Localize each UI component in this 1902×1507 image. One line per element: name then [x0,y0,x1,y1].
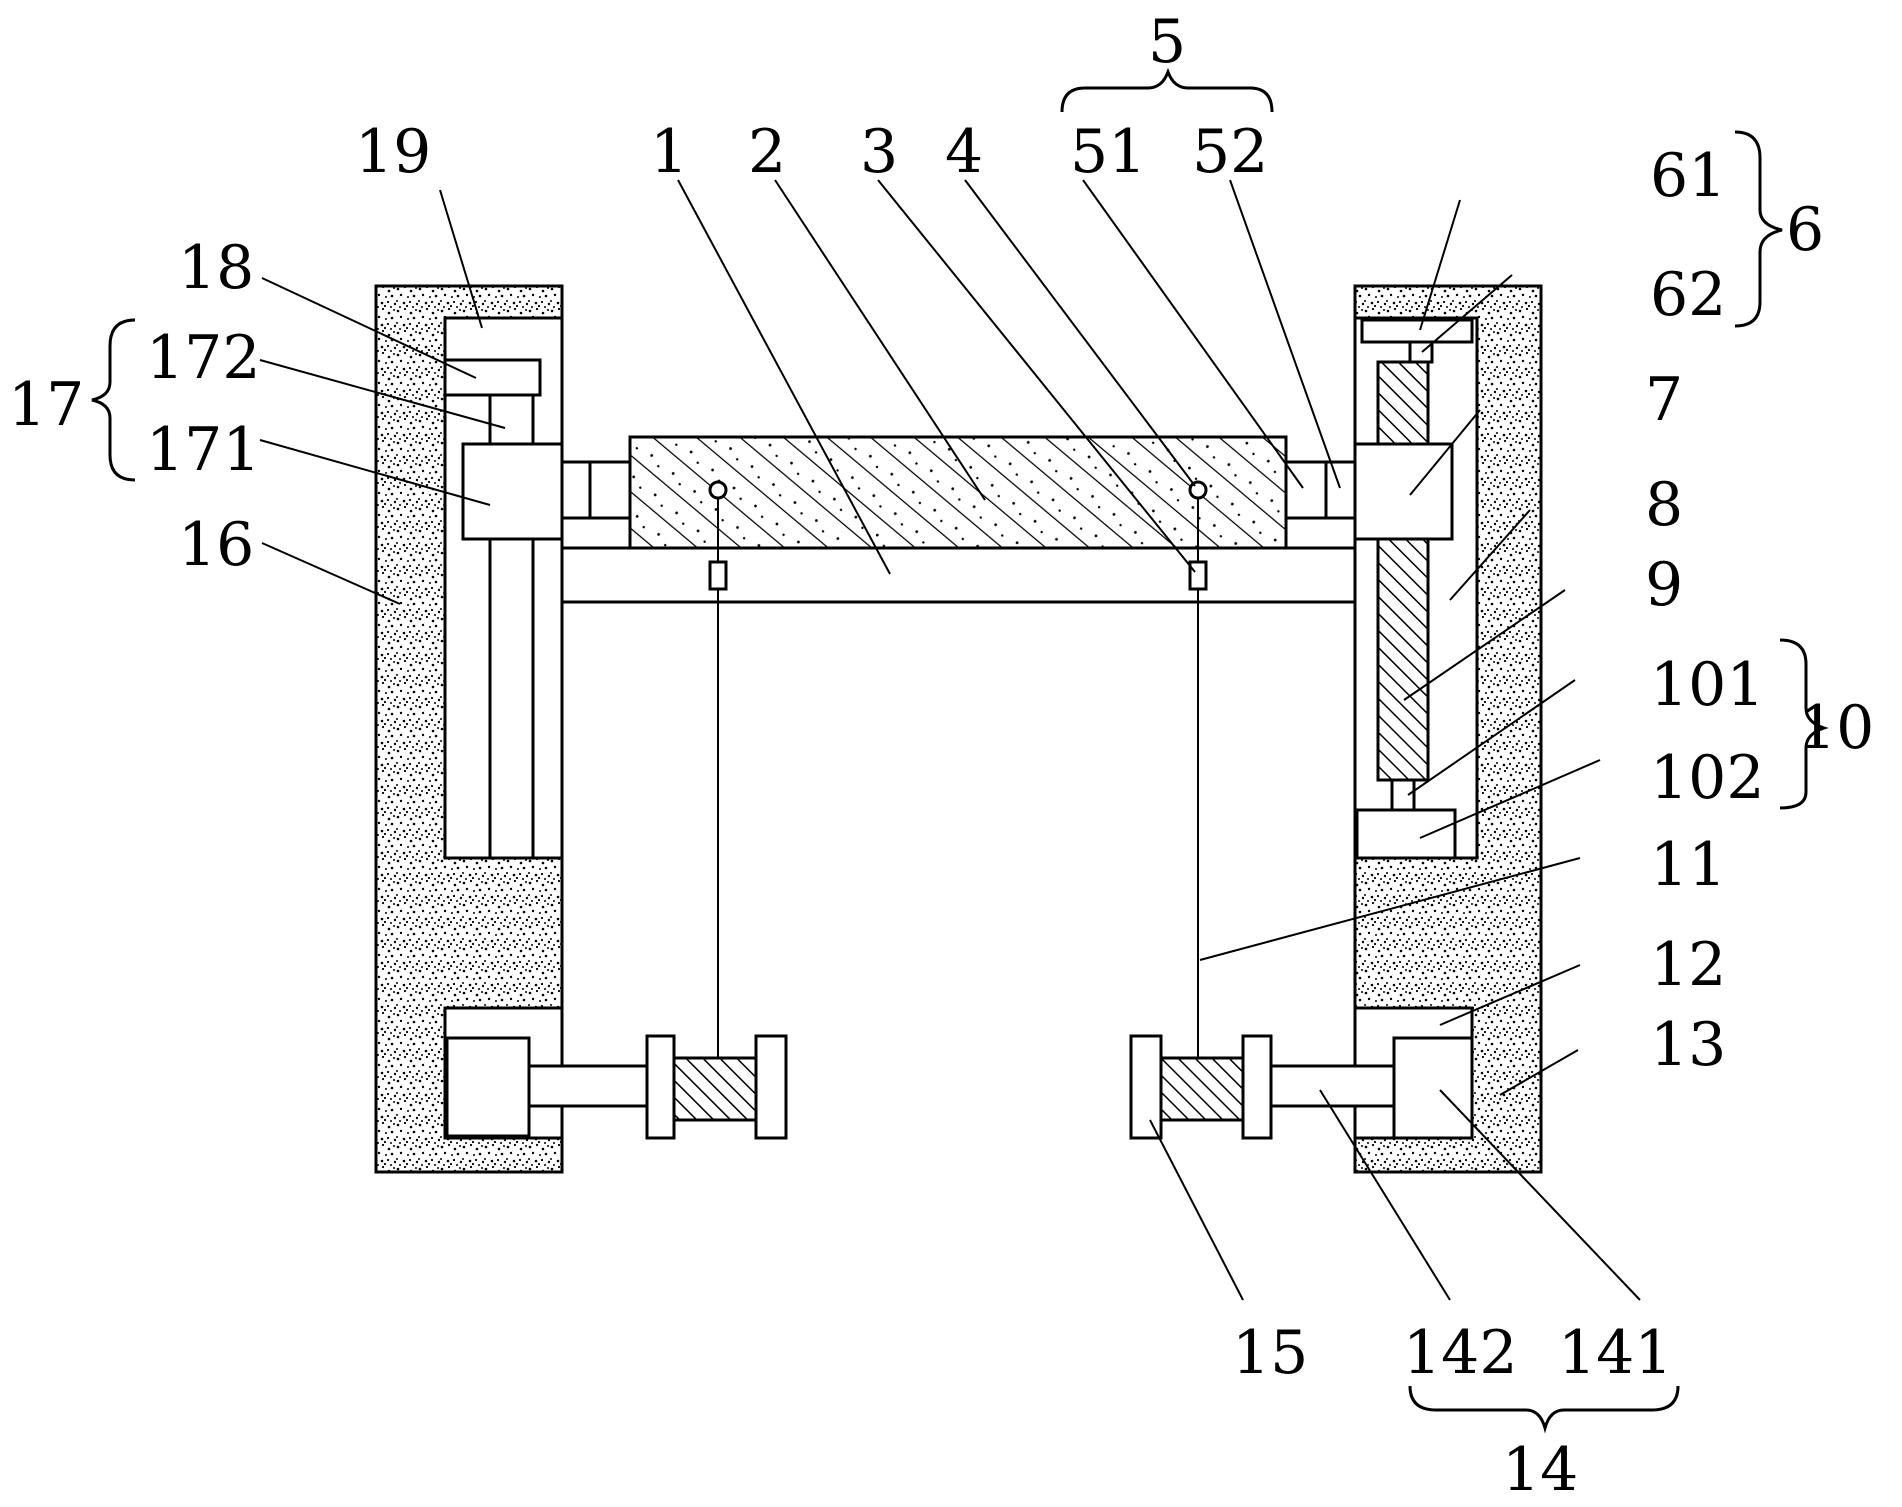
left-shaft [527,1064,649,1108]
label-7: 7 [1645,365,1683,435]
label-2: 2 [748,117,786,187]
left-connector [560,460,592,520]
label-13: 13 [1650,1010,1726,1080]
label-51: 51 [1070,117,1146,187]
leader-2 [774,179,986,501]
left-motor [445,1036,531,1138]
leader-12 [1439,964,1581,1026]
leader-1 [677,179,891,575]
labels: 1 2 3 4 5 51 52 61 6 62 7 8 9 101 10 102… [8,7,1874,1505]
label-11: 11 [1650,830,1726,900]
leader-8 [1449,509,1531,601]
left-connector-plate [588,460,632,520]
right-shaft-142 [1269,1064,1396,1108]
leader-142 [1319,1089,1451,1301]
label-16: 16 [178,510,254,580]
leader-9 [1403,589,1566,701]
label-1: 1 [650,117,688,187]
leader-3 [877,179,1196,573]
leader-61 [1419,199,1461,331]
label-102: 102 [1650,743,1765,813]
brace-17 [91,318,136,482]
label-14: 14 [1502,1435,1578,1505]
right-winch [1129,1034,1396,1140]
right-connector-52 [1324,460,1357,520]
leader-16 [261,542,401,605]
leader-101 [1407,679,1576,796]
leader-51 [1082,179,1304,489]
label-171: 171 [146,415,261,485]
leader-4 [964,179,1196,487]
label-62: 62 [1650,260,1726,330]
brace-10 [1779,638,1829,810]
right-lower-mount-102 [1355,808,1457,860]
leader-19 [439,189,483,329]
cross-beam-1 [560,546,1357,604]
leader-13 [1499,1049,1579,1096]
leader-15 [1149,1119,1244,1301]
brace-14 [1408,1385,1680,1434]
label-10: 10 [1798,693,1874,763]
hatched-block-2 [628,435,1288,550]
label-4: 4 [945,117,983,187]
left-winch [527,1034,788,1140]
label-142: 142 [1403,1318,1518,1388]
leader-lines [259,179,1641,1301]
left-slider-171 [461,442,564,541]
label-8: 8 [1645,470,1683,540]
leader-11 [1199,857,1581,961]
label-18: 18 [178,233,254,303]
label-15: 15 [1232,1318,1308,1388]
label-172: 172 [146,323,261,393]
right-screw-9 [1376,360,1430,782]
label-141: 141 [1558,1318,1673,1388]
right-drum [1159,1056,1245,1122]
leader-52 [1229,179,1341,489]
left-flange-inner [645,1034,676,1140]
label-5: 5 [1148,7,1186,77]
label-3: 3 [860,117,898,187]
label-6: 6 [1786,195,1824,265]
right-motor-141 [1392,1036,1474,1140]
brace-6 [1734,130,1783,328]
leader-18 [261,277,477,379]
label-101: 101 [1650,650,1765,720]
label-61: 61 [1650,141,1726,211]
leader-7 [1409,409,1481,496]
left-rod-172 [488,393,535,447]
label-12: 12 [1650,930,1726,1000]
label-19: 19 [355,117,431,187]
guide-ring-right [1188,560,1208,591]
right-connector-51 [1284,460,1328,520]
braces [91,67,1829,1434]
label-17: 17 [8,370,84,440]
leader-171 [259,439,491,506]
right-slider-7 [1353,442,1454,541]
brace-5 [1060,67,1274,113]
leader-141 [1439,1089,1641,1301]
guide-ring-left [708,560,728,591]
left-flange-outer [754,1034,788,1140]
label-9: 9 [1645,550,1683,620]
pulley-left [708,480,728,500]
left-top-block-18 [443,358,542,397]
pulley-right [1188,480,1208,500]
right-flange-outer-15 [1129,1034,1163,1140]
left-drum [672,1056,758,1122]
right-frame [1353,284,1543,1174]
right-bearing-101 [1390,778,1416,812]
leader-172 [259,359,506,429]
label-52: 52 [1192,117,1268,187]
leader-62 [1421,274,1513,353]
right-flange-inner [1241,1034,1273,1140]
leader-102 [1419,759,1601,839]
